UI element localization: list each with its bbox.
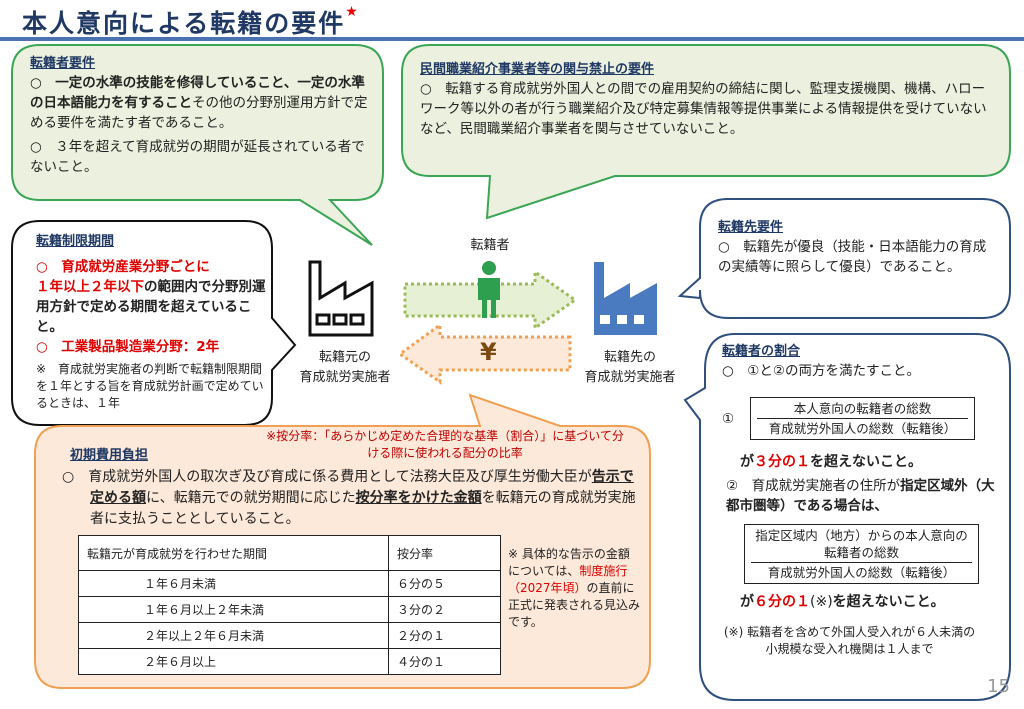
red-text: 制度施行（2027年頃） — [508, 564, 628, 595]
text: ② 育成就労実施者の住所が — [726, 478, 901, 494]
text: を超えないこと。 — [832, 594, 945, 610]
restriction-period: 転籍制限期間 ○ 育成就労産業分野ごとに １年以上２年以下の範囲内で分野別運用方針… — [36, 230, 268, 412]
bold-text: ○ 一定の水準の技能を修得していること、一定の水準の日本語能力を有すること — [30, 75, 365, 111]
initial-cost-text: ○ 育成就労外国人の取次ぎ及び育成に係る費用として法務大臣及び厚生労働大臣が告示… — [62, 467, 642, 530]
condition-2-text: ② 育成就労実施者の住所が指定区域外（大都市圏等）である場合は、 — [722, 476, 1002, 516]
cell: ３分の２ — [388, 596, 501, 623]
condition-1: が３分の１を超えないこと。 — [722, 452, 1002, 472]
text: に、転籍元での就労期間に応じた — [146, 490, 356, 506]
header-cell: 按分率 — [388, 535, 501, 571]
destination-text: ○ 転籍先が優良（技能・日本語能力の育成の実績等に照らして優良）であること。 — [718, 239, 987, 275]
denominator: 育成就労外国人の総数（転籍後） — [767, 565, 956, 580]
transferee-item-1: ○ 一定の水準の技能を修得していること、一定の水準の日本語能力を有することその他… — [30, 73, 370, 133]
restriction-item-2: ○ 工業製品製造業分野：2年 — [36, 339, 220, 355]
text: ○ 育成就労外国人の取次ぎ及び育成に係る費用として法務大臣及び厚生労働大臣が — [62, 469, 592, 485]
text: その他の分野別運用方針で定める要件を満たす者であること。 — [30, 95, 368, 131]
transferee-ratio: 転籍者の割合 ○ ①と②の両方を満たすこと。 ① 本人意向の転籍者の総数育成就労… — [722, 340, 1002, 658]
factory-from-icon — [308, 260, 374, 337]
text: の直前に正式に発表される見込みです。 — [508, 581, 641, 629]
red-text: ６分の１ — [754, 594, 810, 610]
private-agency-requirements: 民間職業紹介事業者等の関与禁止の要件 ○ 転籍する育成就労外国人との間での雇用契… — [420, 58, 995, 139]
label-line: 転籍先の — [603, 350, 656, 365]
page-title: 本人意向による転籍の要件★ — [22, 4, 360, 38]
underlined-text: 按分率をかけた金額 — [355, 490, 482, 506]
to-employer-label: 転籍先の育成就労実施者 — [570, 348, 690, 388]
cell: １年６月以上２年未満 — [78, 596, 389, 623]
from-employer-label: 転籍元の育成就労実施者 — [285, 348, 405, 388]
bubble-private-agency — [401, 44, 1011, 220]
restriction-item-1: ○ 育成就労産業分野ごとに １年以上２年以下の範囲内で分野別運用方針で定める期間を… — [36, 257, 268, 337]
underlined-text: 告示で定める額 — [90, 469, 634, 506]
red-text: ○ 育成就労産業分野ごとに — [36, 259, 210, 275]
label-line: 育成就労実施者 — [299, 370, 391, 385]
text: の範囲内で分野別運用方針で定める期間を超えていること。 — [36, 279, 266, 335]
person-label: 転籍者 — [470, 238, 510, 253]
section-heading: 転籍制限期間 — [36, 234, 115, 249]
number-label: ① — [722, 410, 735, 427]
table-header-row: 転籍元が育成就労を行わせた期間按分率 — [78, 535, 501, 571]
text: を転籍元の育成就労実施者に支払うこととしていること。 — [90, 490, 636, 527]
section-heading: 転籍先要件 — [718, 220, 784, 235]
title-divider — [0, 37, 1024, 41]
yen-icon: ¥ — [480, 338, 497, 366]
numerator: 指定区域内（地方）からの本人意向の転籍者の総数 — [751, 527, 972, 563]
section-heading: 転籍者の割合 — [722, 344, 801, 359]
fraction-2: 指定区域内（地方）からの本人意向の転籍者の総数育成就労外国人の総数（転籍後） — [744, 524, 979, 584]
initial-cost-heading: 初期費用負担 — [70, 444, 148, 463]
private-agency-text: ○ 転籍する育成就労外国人との間での雇用契約の締結に関し、監理支援機関、機構、ハ… — [420, 81, 987, 137]
section-heading: 初期費用負担 — [70, 448, 149, 463]
factory-to-icon — [594, 262, 657, 335]
text: が — [740, 454, 754, 470]
bubble-transferee — [11, 44, 384, 246]
text: が — [740, 594, 754, 610]
ratio-intro: ○ ①と②の両方を満たすこと。 — [722, 363, 920, 379]
text: (※) — [810, 594, 833, 610]
header-cell: 転籍元が育成就労を行わせた期間 — [78, 535, 389, 571]
announcement-note: ※ 具体的な告示の金額については、制度施行（2027年頃）の直前に正式に発表され… — [508, 546, 640, 631]
section-heading: 転籍者要件 — [30, 56, 96, 71]
condition-2: が６分の１(※)を超えないこと。 — [722, 592, 1002, 612]
bold-text: 指定区域外（大都市圏等）である場合は、 — [726, 478, 995, 514]
cell: ６分の５ — [388, 570, 501, 597]
text: ※ 具体的な告示の金額については、 — [508, 547, 630, 578]
fraction-1: 本人意向の転籍者の総数育成就労外国人の総数（転籍後） — [750, 397, 975, 440]
cell: ２年以上２年６月未満 — [78, 622, 389, 649]
ratio-1: ① 本人意向の転籍者の総数育成就労外国人の総数（転籍後） — [722, 397, 1002, 440]
ratio-note: (※) 転籍者を含めて外国人受入れが６人未満の小規模な受入れ機関は１人まで — [723, 625, 976, 656]
cell: ４分の１ — [388, 648, 501, 675]
arrow-left-payment — [397, 322, 572, 385]
red-text: １年以上２年以下 — [36, 279, 144, 295]
page-number: 15 — [987, 676, 1010, 697]
person-icon — [478, 261, 500, 318]
apportion-rate-note: ※按分率：「あらかじめ定めた合理的な基準（割合）」に基づいて分ける際に使われる配… — [266, 429, 624, 460]
star-mark: ★ — [345, 4, 360, 20]
cell: １年６月未満 — [78, 570, 389, 597]
numerator: 本人意向の転籍者の総数 — [757, 400, 968, 419]
transferee-requirements: 転籍者要件 ○ 一定の水準の技能を修得していること、一定の水準の日本語能力を有す… — [30, 52, 370, 177]
cell: ２年６月以上 — [78, 648, 389, 675]
red-text: ３分の１ — [754, 454, 810, 470]
transferee-item-2: ○ ３年を超えて育成就労の期間が延長されている者でないこと。 — [30, 139, 365, 175]
bubble-destination — [677, 198, 1011, 319]
bubble-restriction — [11, 220, 297, 426]
text: を超えないこと。 — [810, 454, 922, 470]
label-line: 転籍元の — [318, 350, 371, 365]
denominator: 育成就労外国人の総数（転籍後） — [768, 421, 957, 436]
restriction-note: ※ 育成就労実施者の判断で転籍制限期間を１年とする旨を育成就労計画で定めていると… — [36, 362, 264, 410]
destination-requirements: 転籍先要件 ○ 転籍先が優良（技能・日本語能力の育成の実績等に照らして優良）であ… — [718, 216, 998, 277]
cell: ２分の１ — [388, 622, 501, 649]
label-line: 育成就労実施者 — [584, 370, 676, 385]
section-heading: 民間職業紹介事業者等の関与禁止の要件 — [420, 62, 655, 77]
